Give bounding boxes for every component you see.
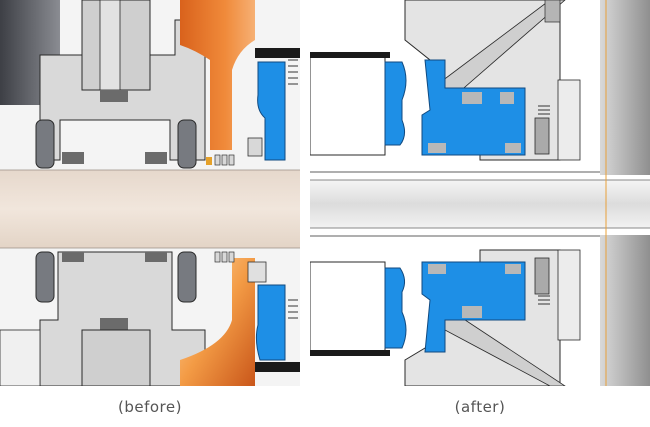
before-block-2 [62,152,84,164]
after-gray-insert-2 [500,92,514,104]
before-shaft [0,170,300,248]
after-shaft [310,180,650,228]
caption-after: (after) [454,398,506,416]
after-gray-insert-1 [462,92,482,104]
after-left-block-bottom [310,261,386,353]
after-gray-insert-3 [428,143,446,153]
after-right-housing-bottom [600,235,650,386]
before-orange-body-bottom [180,258,255,386]
before-orange-dot [206,157,212,165]
before-spring-bottom [288,299,298,319]
before-spring-top [288,59,298,85]
before-teeth-top [214,154,235,166]
after-gray-insert-4 [505,143,521,153]
before-block-6 [100,318,128,330]
after-right-housing-top [600,0,650,175]
before-black-band-bottom [255,362,300,372]
before-column-inner-top [99,0,121,91]
before-seal-cross-section [0,0,300,386]
before-small-ring-bottom [247,261,267,283]
before-small-ring-top [247,137,263,157]
after-blue-oring-top [384,61,407,146]
after-retainer-bottom [557,249,581,341]
before-block-1 [100,90,128,102]
after-left-block-top [310,54,386,156]
after-gray-insert-7 [462,306,482,318]
before-column-bottom [81,329,151,386]
before-teeth-bottom [214,251,235,263]
before-oring-right-bottom [177,251,197,303]
after-gray-insert-5 [428,264,446,274]
after-black-band-top [310,52,390,58]
caption-before: (before) [118,398,182,416]
before-oring-right-top [177,119,197,169]
before-orange-body-top [180,0,255,150]
after-retainer-top [557,79,581,161]
after-small-ring-bottom [534,257,550,295]
before-block-4 [62,252,84,262]
before-oring-left-bottom [35,251,55,303]
after-black-band-bottom [310,350,390,356]
after-spring-top [538,105,550,115]
after-small-ring-top [534,117,550,155]
after-seal-cross-section [310,0,650,386]
before-block-3 [145,152,167,164]
after-gray-insert-6 [505,264,521,274]
before-oring-left-top [35,119,55,169]
after-thread-top [544,0,561,23]
before-black-band-top [255,48,300,58]
before-blue-seal-bottom [255,284,286,361]
after-blue-seal-top [421,59,526,156]
after-blue-oring-bottom [384,267,407,349]
after-spring-bottom [538,295,550,305]
before-blue-seal-top [257,61,286,161]
before-block-5 [145,252,167,262]
before-outer-housing-bottom [0,329,41,386]
